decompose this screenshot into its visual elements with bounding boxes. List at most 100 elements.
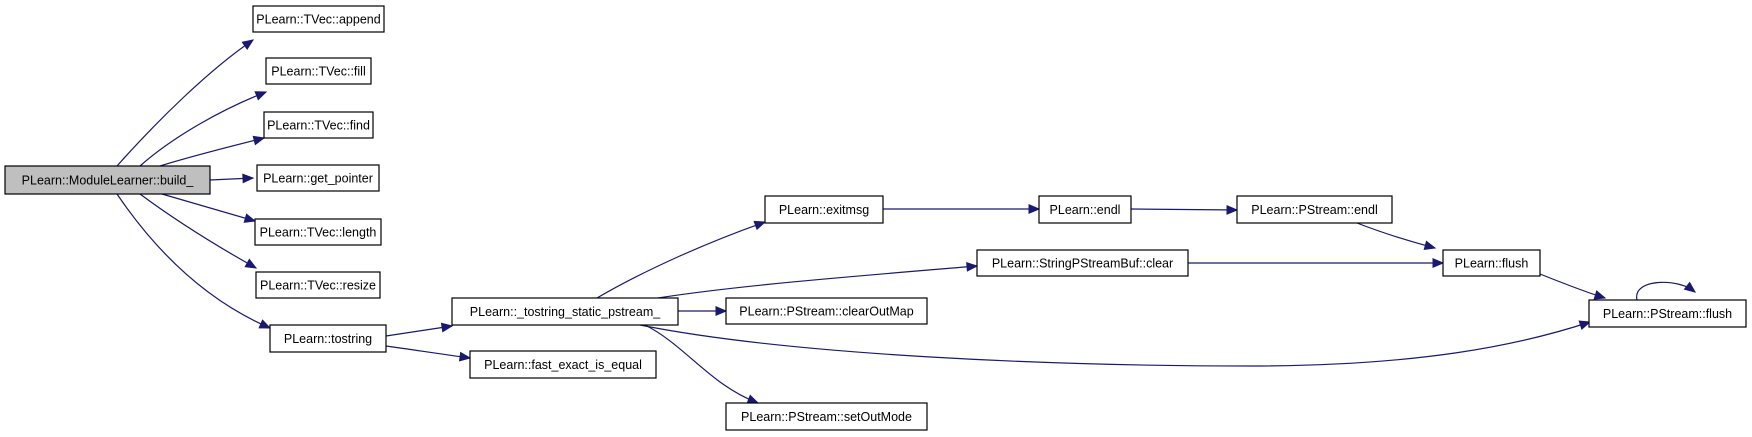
- arrowhead-icon: [440, 322, 454, 333]
- node-label: PLearn::fast_exact_is_equal: [484, 358, 642, 372]
- edge-tostring-to-tostring_static: [385, 322, 454, 337]
- arrowhead-icon: [243, 213, 257, 223]
- edge-line: [159, 137, 265, 167]
- arrowhead-icon: [1028, 204, 1041, 214]
- node-append[interactable]: PLearn::TVec::append: [252, 5, 385, 33]
- node-label: PLearn::endl: [1050, 203, 1121, 217]
- edge-line: [116, 39, 254, 167]
- arrowhead-icon: [258, 319, 272, 329]
- edge-ps_endl-to-flush: [1356, 222, 1437, 251]
- edge-line: [657, 265, 978, 299]
- node-box: [469, 350, 657, 379]
- edge-line: [116, 193, 271, 329]
- arrowhead-icon: [242, 173, 255, 184]
- edge-line: [139, 193, 257, 269]
- node-resize[interactable]: PLearn::TVec::resize: [255, 271, 381, 299]
- node-flush[interactable]: PLearn::flush: [1442, 249, 1541, 277]
- edge-line: [1356, 222, 1436, 249]
- edge-line: [1130, 208, 1238, 211]
- node-label: PLearn::ModuleLearner::build_: [22, 174, 195, 188]
- edge-line: [596, 221, 766, 299]
- edge-sp_clear-to-flush: [1188, 258, 1445, 268]
- node-label: PLearn::TVec::find: [267, 119, 370, 133]
- node-label: PLearn::PStream::setOutMode: [741, 410, 912, 424]
- node-build[interactable]: PLearn::ModuleLearner::build_: [4, 165, 211, 195]
- node-endl[interactable]: PLearn::endl: [1038, 195, 1132, 224]
- node-fill[interactable]: PLearn::TVec::fill: [265, 57, 372, 85]
- node-label: PLearn::PStream::flush: [1603, 307, 1732, 321]
- node-label: PLearn::get_pointer: [263, 172, 373, 186]
- edge-exitmsg-to-endl: [883, 204, 1041, 214]
- node-box: [725, 297, 928, 325]
- edge-tostring_static-to-clear_out_map: [678, 306, 728, 316]
- edge-build-to-find: [159, 135, 266, 167]
- arrowhead-icon: [1432, 258, 1445, 268]
- arrowhead-icon: [1423, 240, 1437, 251]
- arrowhead-icon: [458, 351, 472, 362]
- edge-flush-to-ps_flush: [1539, 273, 1607, 300]
- node-label: PLearn::PStream::endl: [1251, 203, 1377, 217]
- arrowhead-icon: [753, 220, 767, 231]
- edge-line: [139, 91, 267, 167]
- arrowhead-icon: [244, 258, 258, 269]
- edge-build-to-resize: [139, 193, 258, 269]
- edge-ps_flush-to-ps_flush: [1636, 281, 1697, 301]
- node-box: [1038, 195, 1132, 224]
- node-box: [1588, 299, 1747, 328]
- arrowhead-icon: [241, 39, 255, 51]
- arrowhead-icon: [746, 394, 760, 404]
- node-tostring-static[interactable]: PLearn::_tostring_static_pstream_: [451, 297, 679, 326]
- edge-build-to-fill: [139, 91, 268, 167]
- edge-tostring_static-to-sp_clear: [657, 261, 979, 299]
- arrowhead-icon: [1683, 281, 1697, 293]
- node-ps-flush[interactable]: PLearn::PStream::flush: [1588, 299, 1747, 328]
- node-box: [1442, 249, 1541, 277]
- edge-endl-to-ps_endl: [1130, 204, 1239, 215]
- node-label: PLearn::TVec::append: [256, 13, 380, 27]
- node-box: [265, 57, 372, 85]
- node-box: [263, 111, 374, 139]
- arrowhead-icon: [715, 306, 728, 316]
- node-box: [254, 218, 382, 246]
- edge-build-to-tostring: [116, 193, 272, 329]
- edge-tostring-to-fast_exact: [385, 345, 472, 362]
- node-label: PLearn::exitmsg: [779, 203, 869, 217]
- node-get-pointer[interactable]: PLearn::get_pointer: [256, 164, 380, 192]
- node-label: PLearn::_tostring_static_pstream_: [470, 305, 661, 319]
- node-box: [269, 324, 387, 353]
- node-tostring[interactable]: PLearn::tostring: [269, 324, 387, 353]
- node-box: [256, 164, 380, 192]
- arrowhead-icon: [966, 261, 979, 272]
- node-box: [4, 165, 211, 195]
- edge-tostring_static-to-exitmsg: [596, 220, 767, 299]
- node-sp-clear[interactable]: PLearn::StringPStreamBuf::clear: [976, 249, 1189, 277]
- node-find[interactable]: PLearn::TVec::find: [263, 111, 374, 139]
- edge-build-to-append: [116, 39, 255, 167]
- node-set-out-mode[interactable]: PLearn::PStream::setOutMode: [725, 402, 928, 431]
- edge-build-to-get_pointer: [209, 173, 255, 184]
- node-label: PLearn::flush: [1455, 257, 1529, 271]
- node-length[interactable]: PLearn::TVec::length: [254, 218, 382, 246]
- node-fast-exact[interactable]: PLearn::fast_exact_is_equal: [469, 350, 657, 379]
- node-ps-endl[interactable]: PLearn::PStream::endl: [1236, 195, 1393, 224]
- node-clear-out-map[interactable]: PLearn::PStream::clearOutMap: [725, 297, 928, 325]
- edge-line: [639, 321, 1591, 367]
- node-label: PLearn::TVec::length: [260, 226, 377, 240]
- call-edges: [116, 39, 1697, 404]
- edge-line: [1636, 281, 1696, 301]
- node-exitmsg[interactable]: PLearn::exitmsg: [764, 195, 884, 224]
- edge-tostring_static-to-set_out_mode: [644, 324, 760, 404]
- node-box: [1236, 195, 1393, 224]
- node-box: [451, 297, 679, 326]
- node-label: PLearn::tostring: [284, 332, 372, 346]
- arrowhead-icon: [254, 91, 268, 101]
- call-nodes: PLearn::ModuleLearner::build_PLearn::TVe…: [4, 5, 1747, 431]
- node-label: PLearn::PStream::clearOutMap: [739, 305, 913, 319]
- arrowhead-icon: [1578, 320, 1592, 330]
- node-label: PLearn::TVec::fill: [271, 65, 366, 79]
- node-box: [976, 249, 1189, 277]
- node-box: [255, 271, 381, 299]
- node-box: [764, 195, 884, 224]
- node-box: [725, 402, 928, 431]
- edge-build-to-length: [161, 193, 257, 223]
